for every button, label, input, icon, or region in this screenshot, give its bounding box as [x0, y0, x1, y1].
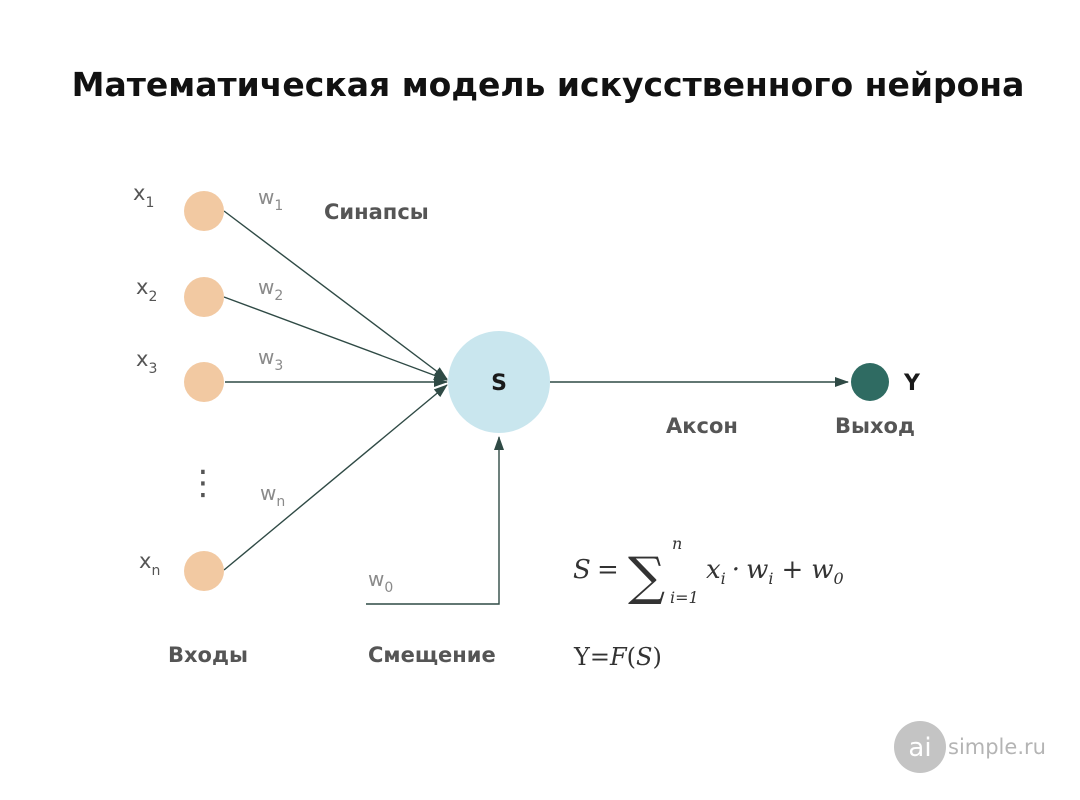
- synapse-lines: [223, 210, 849, 605]
- bias-line: [366, 436, 504, 605]
- output-label: Y: [903, 371, 921, 396]
- input-label-2: x2: [136, 275, 157, 305]
- inputs-ellipsis: ⋮: [186, 463, 220, 503]
- input-node-n: [184, 551, 224, 591]
- bias-caption: Смещение: [368, 643, 496, 667]
- neuron-label: S: [491, 371, 507, 396]
- sum-symbol: ∑: [628, 547, 665, 607]
- synapse-line-n: [223, 384, 448, 571]
- formula-eq: =: [597, 555, 619, 585]
- weight-label-1: w1: [258, 185, 283, 214]
- page-title: Математическая модель искусственного ней…: [72, 65, 1025, 104]
- aisimple-logo: ai simple.ru: [894, 721, 1046, 773]
- input-node-2: [184, 277, 224, 317]
- logo-circle: [894, 721, 946, 773]
- input-node-1: [184, 191, 224, 231]
- input-label-1: x1: [133, 181, 154, 211]
- weight-label-n: wn: [260, 481, 285, 510]
- input-node-3: [184, 362, 224, 402]
- formula-lhs: S: [573, 555, 591, 585]
- neuron-node: [448, 331, 550, 433]
- sum-upper-limit: n: [672, 534, 682, 553]
- output-node: [851, 363, 889, 401]
- bias-weight-label: w0: [368, 567, 393, 596]
- sum-lower-limit: i=1: [670, 588, 699, 607]
- synapse-line-2: [223, 296, 448, 381]
- input-label-n: xn: [139, 549, 160, 579]
- synapse-line-1: [223, 210, 448, 380]
- activation-formula: Y=F(S): [573, 643, 662, 671]
- axon-label: Аксон: [666, 414, 738, 438]
- synapses-label: Синапсы: [324, 200, 429, 224]
- formula-term: xi·wi+w0: [706, 555, 844, 588]
- weight-label-2: w2: [258, 275, 283, 304]
- logo-ai: ai: [908, 733, 931, 763]
- input-label-3: x3: [136, 347, 157, 377]
- output-caption: Выход: [835, 414, 915, 438]
- logo-text: simple.ru: [948, 735, 1046, 759]
- inputs-caption: Входы: [168, 643, 248, 667]
- sum-formula: S = ∑ n i=1 xi·wi+w0: [573, 534, 844, 607]
- weight-label-3: w3: [258, 345, 283, 374]
